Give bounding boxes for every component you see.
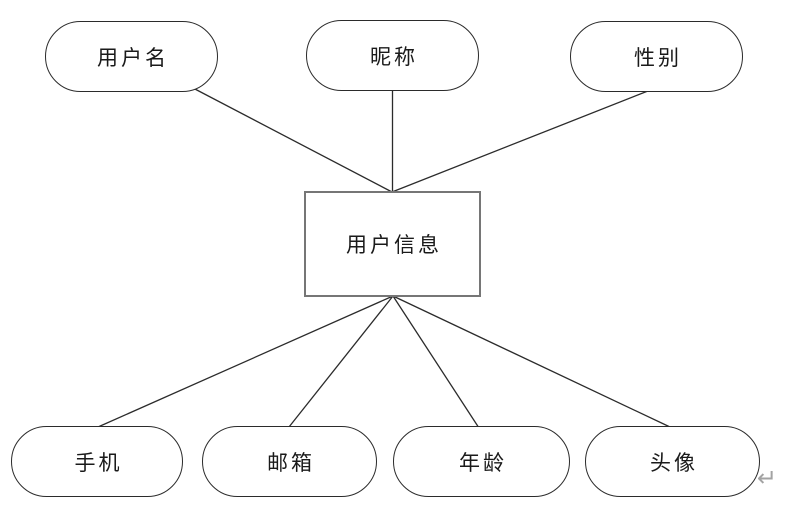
attribute-label-nickname: 昵称: [370, 44, 418, 69]
attribute-oval-gender: 性别: [570, 21, 743, 92]
entity-label-user-info: 用户信息: [346, 233, 442, 257]
connector-entity-phone: [97, 295, 394, 428]
attribute-oval-phone: 手机: [11, 426, 183, 497]
attribute-oval-age: 年龄: [393, 426, 570, 497]
attribute-label-phone: 手机: [74, 450, 123, 475]
paragraph-mark-icon: ↵: [757, 464, 778, 492]
attribute-oval-username: 用户名: [45, 21, 218, 92]
attribute-oval-avatar: 头像: [585, 426, 760, 497]
connector-username-entity: [192, 87, 393, 193]
attribute-oval-nickname: 昵称: [306, 20, 479, 91]
attribute-label-username: 用户名: [97, 45, 169, 70]
attribute-oval-email: 邮箱: [202, 426, 377, 497]
attribute-label-age: 年龄: [459, 450, 507, 475]
connector-entity-age: [392, 295, 480, 429]
connector-gender-entity: [391, 88, 654, 193]
attribute-label-avatar: 头像: [650, 450, 698, 475]
attribute-label-email: 邮箱: [267, 450, 315, 475]
connector-entity-email: [288, 295, 394, 428]
attribute-label-gender: 性别: [634, 45, 682, 70]
entity-rect-user-info: 用户信息: [304, 191, 481, 297]
connector-entity-avatar: [392, 295, 671, 428]
